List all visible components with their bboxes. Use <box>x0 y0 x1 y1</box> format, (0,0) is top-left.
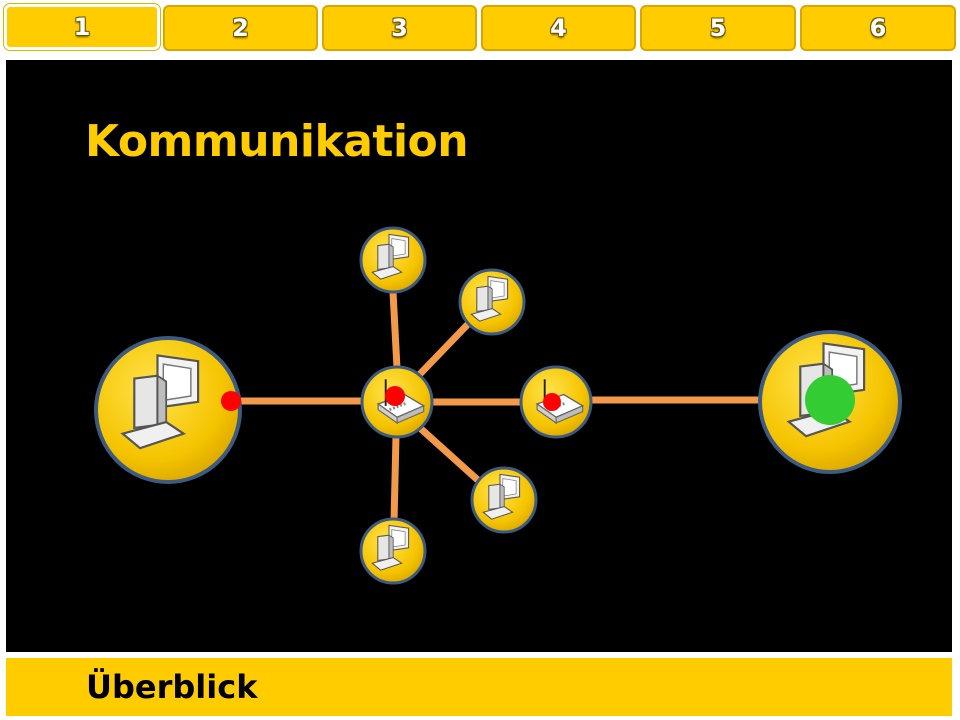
tab-6[interactable]: 6 <box>800 5 956 51</box>
footer-label: Überblick <box>86 668 258 706</box>
computer-bottom-right[interactable] <box>470 466 538 534</box>
tab-4-label: 4 <box>550 14 567 42</box>
tab-2-label: 2 <box>232 14 249 42</box>
green-dot-icon <box>805 375 855 425</box>
red-dot-icon <box>221 391 241 411</box>
tab-2[interactable]: 2 <box>163 5 318 51</box>
link-router-pc-bottomright <box>416 424 484 486</box>
tab-3-label: 3 <box>391 14 408 42</box>
computer-top-right[interactable] <box>458 268 526 336</box>
computer-bottom[interactable] <box>359 517 427 585</box>
tab-1-label: 1 <box>73 13 91 41</box>
computer-top[interactable] <box>359 226 427 294</box>
tab-6-label: 6 <box>869 14 887 42</box>
tab-3[interactable]: 3 <box>322 5 477 51</box>
tab-5[interactable]: 5 <box>640 5 796 51</box>
tab-1[interactable]: 1 <box>4 4 160 50</box>
tab-bar: 1 2 3 4 5 6 <box>0 0 960 56</box>
tab-4[interactable]: 4 <box>481 5 636 51</box>
slide-title: Kommunikation <box>85 116 469 167</box>
sender-computer[interactable] <box>94 336 242 484</box>
link-router-pc-top <box>389 288 401 372</box>
tab-5-label: 5 <box>709 14 727 42</box>
red-dot-icon <box>543 393 561 411</box>
link-router-pc-topright <box>416 318 474 378</box>
slide-footer: Überblick <box>6 658 952 716</box>
red-dot-icon <box>385 386 405 406</box>
link-router-pc-bottom <box>390 432 400 526</box>
